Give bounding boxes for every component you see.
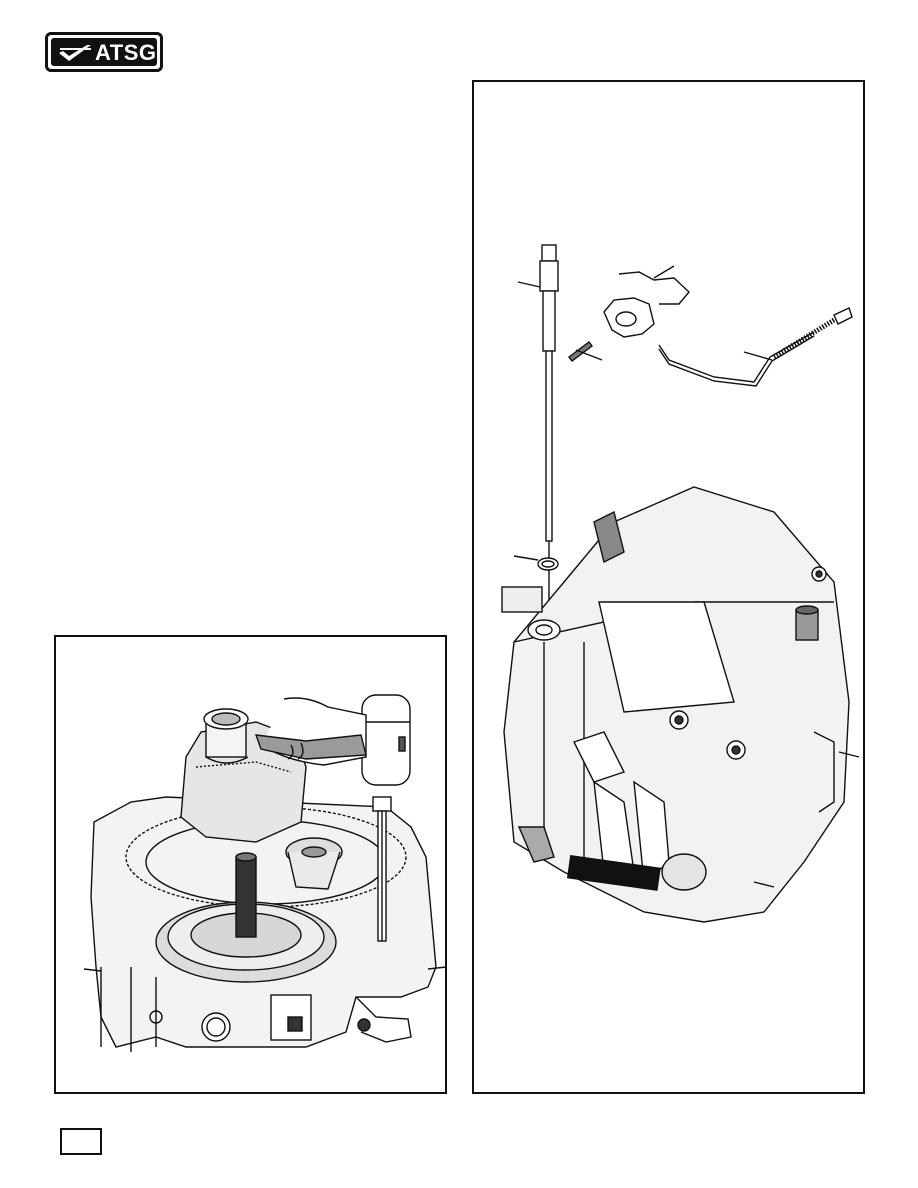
- transmission-case-illustration: [501, 244, 860, 923]
- page-number-box: [60, 1128, 102, 1155]
- figure-differential-install: [54, 635, 447, 1094]
- figure-shift-shaft-exploded: [472, 80, 865, 1094]
- atsg-logo: ATSG: [45, 32, 163, 72]
- differential-illustration: [83, 694, 445, 1052]
- checkmark-icon: [59, 45, 91, 61]
- logo-text: ATSG: [95, 40, 157, 65]
